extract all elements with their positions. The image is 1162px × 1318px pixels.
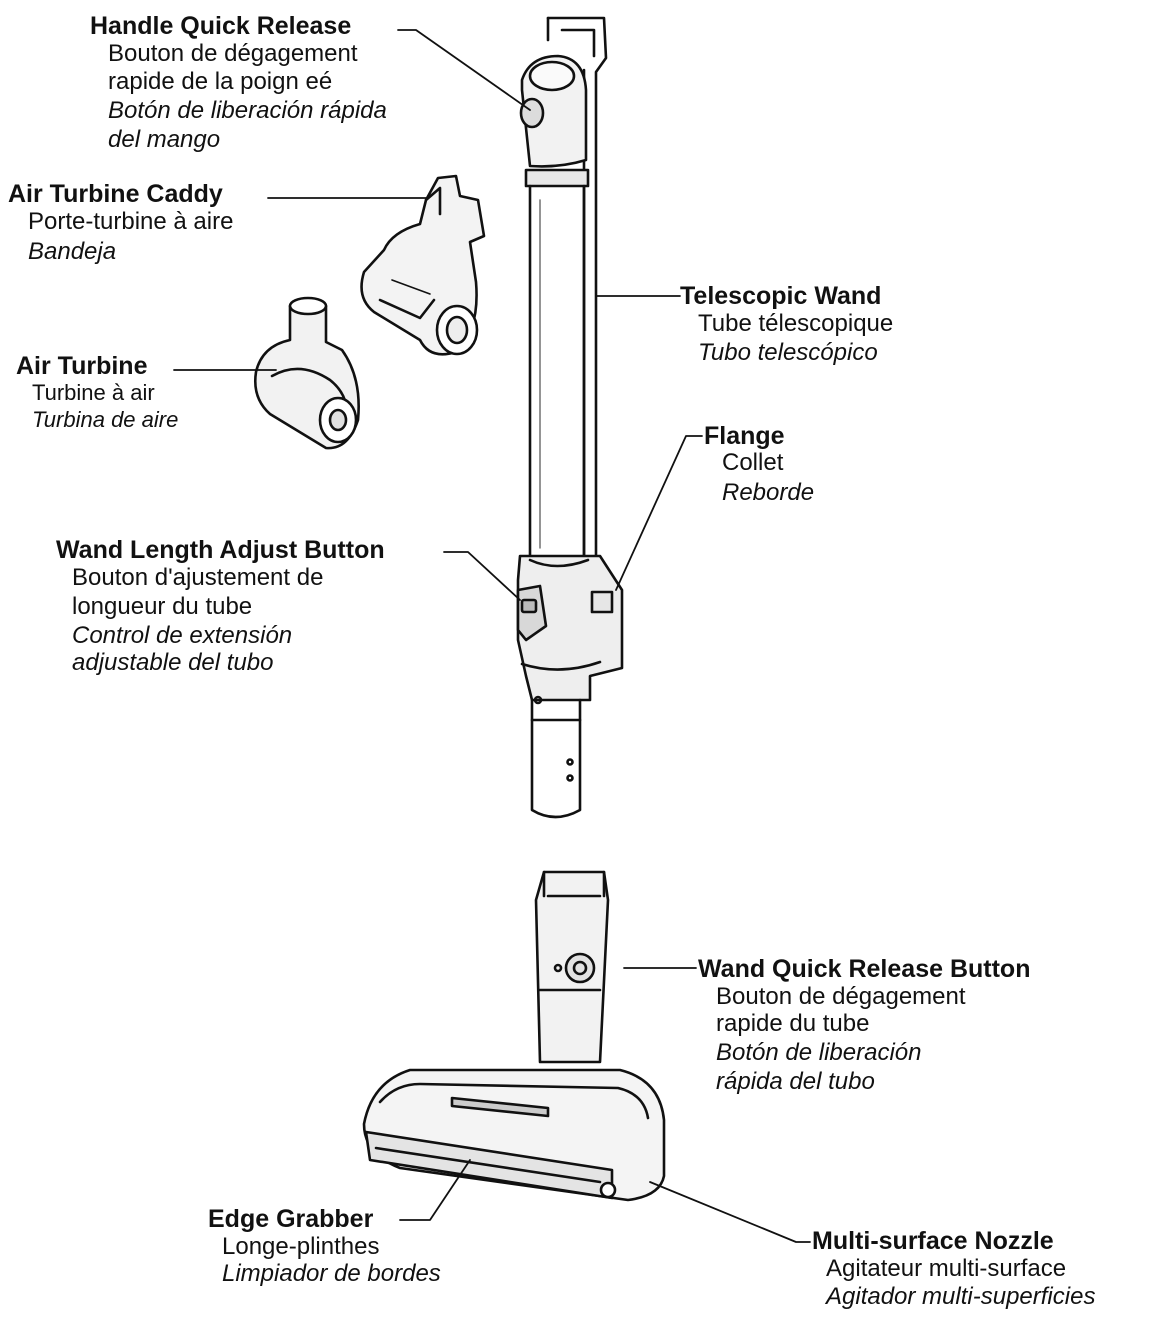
label-fr-line1: Bouton d'ajustement de [72,564,324,591]
label-es: Tubo telescópico [698,339,878,366]
label-en: Air Turbine [16,352,148,380]
callout-flange: Flange Collet Reborde [704,424,814,505]
callout-handle-quick-release: Handle Quick Release Bouton de dégagemen… [90,14,387,152]
label-es-line2: adjustable del tubo [72,649,274,676]
leader-multi-surface-nozzle [649,1181,811,1243]
label-es-line2: del mango [108,126,221,153]
label-fr-line2: rapide du tube [716,1010,870,1037]
label-en: Telescopic Wand [680,282,882,310]
label-fr: Longe-plinthes [222,1233,380,1260]
label-es: Agitador multi-superficies [826,1283,1096,1310]
callout-wand-length-adjust-button: Wand Length Adjust Button Bouton d'ajust… [56,538,385,675]
callout-air-turbine: Air Turbine Turbine à air Turbina de air… [16,354,178,431]
callout-edge-grabber: Edge Grabber Longe-plinthes Limpiador de… [208,1207,441,1286]
callout-air-turbine-caddy: Air Turbine Caddy Porte-turbine à aire B… [8,182,233,264]
label-fr: Porte-turbine à aire [28,208,234,235]
label-fr-line2: rapide de la poign eé [108,68,333,95]
label-en: Edge Grabber [208,1205,374,1233]
leader-flange [615,435,703,591]
label-fr: Collet [722,449,784,476]
label-en: Multi-surface Nozzle [812,1227,1054,1255]
label-fr-line1: Bouton de dégagement [108,40,358,67]
label-es-line2: rápida del tubo [716,1068,875,1095]
leader-handle-quick-release [397,29,531,111]
leader-lines [173,29,811,1243]
label-en: Flange [704,422,785,450]
label-es-line1: Botón de liberación rápida [108,97,387,124]
label-fr: Tube télescopique [698,310,894,337]
label-fr: Turbine à air [32,380,155,405]
label-en: Wand Quick Release Button [698,955,1031,983]
label-es: Reborde [722,479,815,506]
label-en: Handle Quick Release [90,12,352,40]
label-es: Turbina de aire [32,407,179,432]
label-es-line1: Botón de liberación [716,1039,922,1066]
label-en: Air Turbine Caddy [8,180,223,208]
callout-wand-quick-release-button: Wand Quick Release Button Bouton de déga… [698,957,1030,1094]
label-en: Wand Length Adjust Button [56,536,385,564]
telescopic-wand-drawing [516,16,624,819]
callout-telescopic-wand: Telescopic Wand Tube télescopique Tubo t… [680,284,893,365]
label-es: Bandeja [28,238,117,265]
label-fr-line1: Bouton de dégagement [716,983,966,1010]
air-turbine-drawing [254,296,360,450]
label-es: Limpiador de bordes [222,1260,441,1287]
label-es-line1: Control de extensión [72,622,293,649]
callout-multi-surface-nozzle: Multi-surface Nozzle Agitateur multi-sur… [812,1229,1095,1309]
multi-surface-nozzle-drawing [362,870,666,1202]
leader-edge-grabber [399,1159,471,1221]
air-turbine-caddy-drawing [360,174,486,356]
label-fr: Agitateur multi-surface [826,1255,1067,1282]
leader-wand-length-adjust [443,551,521,601]
label-fr-line2: longueur du tube [72,593,253,620]
